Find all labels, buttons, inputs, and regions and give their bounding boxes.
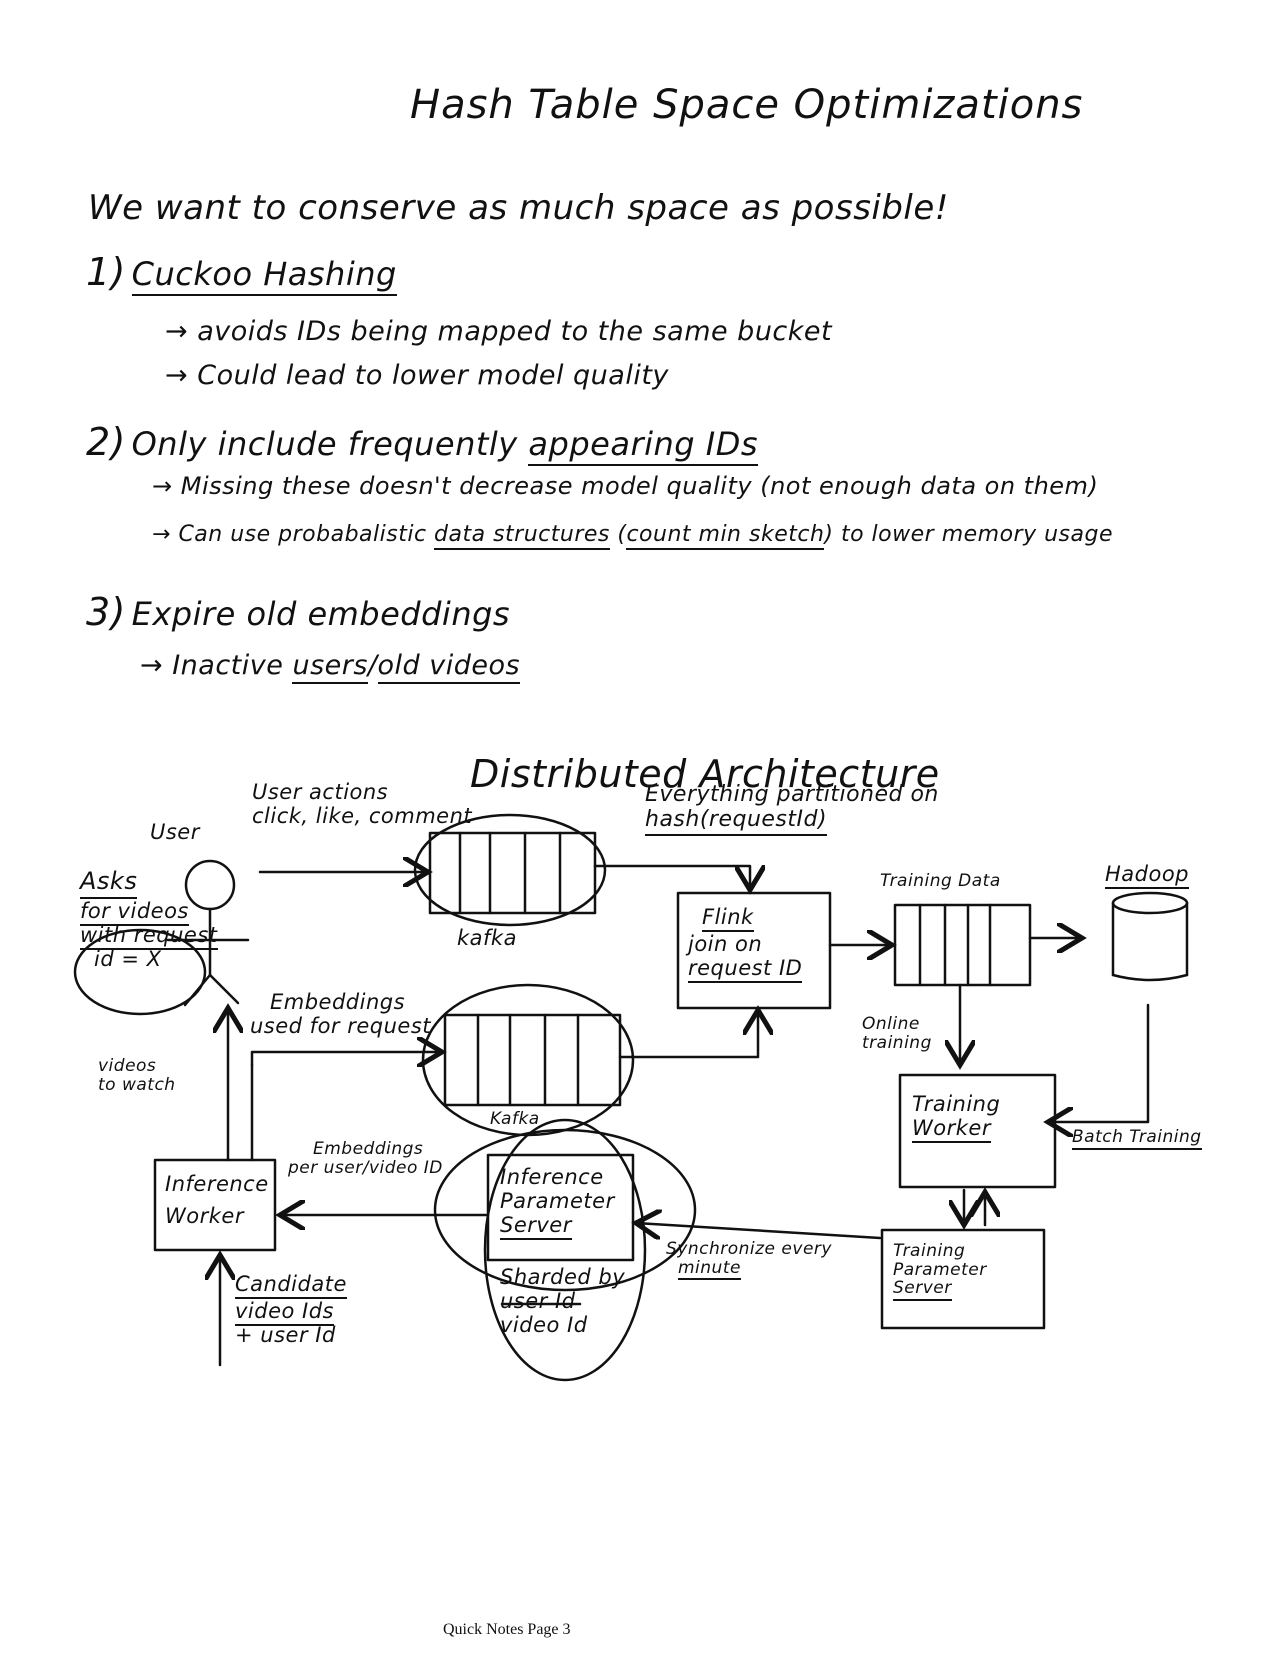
inference-worker-box bbox=[153, 1158, 277, 1252]
arrow-icon: → bbox=[165, 316, 189, 347]
request-id-circle bbox=[73, 928, 207, 1016]
sharding-circle-2 bbox=[483, 1118, 647, 1382]
kafka-to-flink-arrow bbox=[593, 864, 750, 890]
item-1: 1) Cuckoo Hashing bbox=[86, 250, 397, 296]
batch-training-arrow bbox=[1048, 1003, 1150, 1122]
hadoop-database-icon bbox=[1111, 891, 1189, 982]
embeddings-used-label: Embeddings used for request bbox=[250, 990, 432, 1039]
item-3-bullet-1: → Inactive users/old videos bbox=[140, 650, 521, 684]
inference-parameter-server-box bbox=[486, 1153, 635, 1262]
item-2-bullet-2: → Can use probabalistic data structures … bbox=[152, 522, 1113, 550]
item-1-number: 1) bbox=[86, 250, 127, 294]
item-1-bullet-1: → avoids IDs being mapped to the same bu… bbox=[165, 316, 833, 347]
asks-label: Asks for videos with request id = X bbox=[80, 867, 218, 971]
partition-note: Everything partitioned on hash(requestId… bbox=[645, 782, 939, 836]
online-training-label: Online training bbox=[862, 1014, 932, 1053]
kafka-queue-top bbox=[413, 813, 607, 927]
page-title: Hash Table Space Optimizations bbox=[410, 82, 1084, 128]
arrow-icon: → bbox=[152, 522, 171, 547]
training-worker-label: Training Worker bbox=[912, 1092, 1000, 1144]
hadoop-label: Hadoop bbox=[1105, 862, 1190, 889]
synchronize-arrow bbox=[636, 1223, 882, 1238]
videos-to-watch-label: videos to watch bbox=[98, 1056, 176, 1095]
inference-worker-label: Inference Worker bbox=[165, 1172, 269, 1229]
inference-parameter-server-label: Inference Parameter Server bbox=[500, 1165, 615, 1241]
synchronize-label: Synchronize every minute bbox=[666, 1240, 832, 1281]
kafka-mid-label: Kafka bbox=[490, 1109, 540, 1129]
intro-text: We want to conserve as much space as pos… bbox=[88, 188, 949, 228]
arrow-icon: → bbox=[152, 472, 173, 500]
kafka-mid-to-flink-arrow bbox=[618, 1010, 758, 1059]
user-actions-label: User actions click, like, comment bbox=[252, 780, 473, 829]
training-data-label: Training Data bbox=[880, 871, 1001, 891]
arrow-icon: → bbox=[140, 650, 164, 681]
sharding-circle bbox=[433, 1128, 697, 1292]
training-parameter-server-label: Training Parameter Server bbox=[893, 1242, 987, 1302]
candidate-label: Candidate video Ids + user Id bbox=[235, 1272, 347, 1348]
item-1-bullet-2: → Could lead to lower model quality bbox=[165, 360, 669, 391]
kafka-top-label: kafka bbox=[457, 926, 517, 950]
item-2-bullet-1: → Missing these doesn't decrease model q… bbox=[152, 472, 1099, 500]
page-footer: Quick Notes Page 3 bbox=[443, 1621, 571, 1638]
embeddings-per-label: Embeddings per user/video ID bbox=[288, 1139, 443, 1178]
training-worker-box bbox=[898, 1073, 1057, 1189]
architecture-title: Distributed Architecture bbox=[470, 752, 940, 796]
user-label: User bbox=[150, 820, 200, 844]
arrow-icon: → bbox=[165, 360, 189, 391]
item-3-number: 3) bbox=[86, 590, 127, 634]
item-2-number: 2) bbox=[86, 420, 127, 464]
item-3: 3) Expire old embeddings bbox=[86, 590, 511, 634]
item-1-heading: Cuckoo Hashing bbox=[131, 255, 397, 296]
flink-label: Flink join on request ID bbox=[688, 905, 803, 984]
training-parameter-server-box bbox=[880, 1228, 1046, 1330]
batch-training-label: Batch Training bbox=[1072, 1127, 1202, 1150]
item-2: 2) Only include frequently appearing IDs bbox=[86, 420, 758, 466]
sharded-by-label: Sharded by user Id video Id bbox=[500, 1265, 626, 1338]
training-data-queue bbox=[893, 903, 1032, 987]
embeddings-to-kafka-arrow bbox=[250, 1052, 442, 1065]
